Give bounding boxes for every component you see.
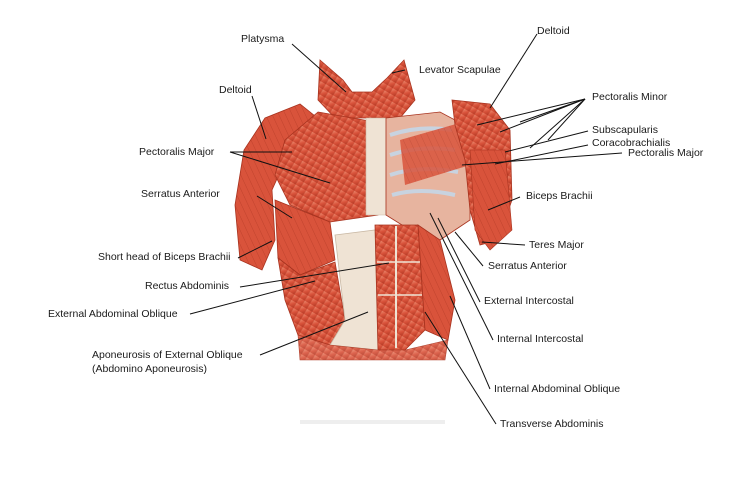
label-platysma: Platysma [241, 33, 285, 45]
label-deltoid-right: Deltoid [537, 25, 570, 37]
label-internal-abdominal-oblique: Internal Abdominal Oblique [494, 383, 621, 395]
label-coracobrachialis: Coracobrachialis [592, 137, 671, 149]
label-external-abdominal-oblique: External Abdominal Oblique [48, 308, 178, 320]
label-pectoralis-minor: Pectoralis Minor [592, 91, 668, 103]
torso-body [234, 59, 513, 424]
leader-lines [189, 33, 623, 425]
label-aponeurosis: Aponeurosis of External Oblique [92, 349, 243, 361]
label-external-intercostal: External Intercostal [484, 295, 574, 307]
label-transverse-abdominis: Transverse Abdominis [500, 418, 604, 430]
label-serratus-anterior-left: Serratus Anterior [141, 188, 220, 200]
label-serratus-anterior-right: Serratus Anterior [488, 260, 567, 272]
label-subscapularis: Subscapularis [592, 124, 658, 136]
label-pectoralis-major-right: Pectoralis Major [628, 147, 704, 159]
label-biceps-brachii: Biceps Brachii [526, 190, 593, 202]
label-deltoid-left: Deltoid [219, 84, 252, 96]
label-internal-intercostal: Internal Intercostal [497, 333, 584, 345]
label-short-head-biceps: Short head of Biceps Brachii [98, 251, 231, 263]
label-rectus-abdominis: Rectus Abdominis [145, 280, 230, 292]
label-pectoralis-major-left: Pectoralis Major [139, 146, 215, 158]
label-aponeurosis-subtitle: (Abdomino Aponeurosis) [92, 363, 207, 375]
label-teres-major: Teres Major [529, 239, 584, 251]
label-levator-scapulae: Levator Scapulae [419, 64, 501, 76]
